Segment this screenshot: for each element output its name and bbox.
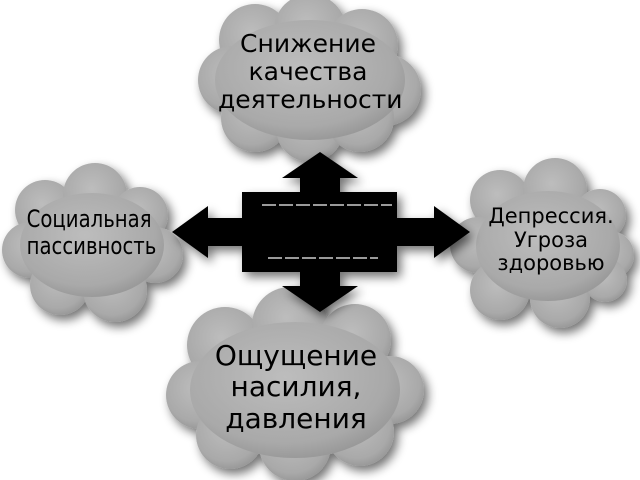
arrow-left-shape [172, 206, 246, 258]
center-arrow-block [172, 152, 470, 312]
cloud-left [2, 163, 183, 322]
cloud-left-label: Социальная пассивность [26, 205, 157, 260]
arrow-up-shape [282, 152, 358, 196]
cloud-right [450, 158, 634, 328]
arrow-right-shape [394, 206, 470, 258]
cloud-bottom [166, 287, 424, 480]
cloud-right-label: Депрессия. Угроза здоровью [488, 204, 614, 276]
cloud-top [198, 0, 421, 162]
cloud-top-label: Снижение качества деятельности [218, 29, 403, 114]
arrow-down-shape [282, 268, 358, 312]
cloud-bottom-label: Ощущение насилия, давления [214, 339, 378, 435]
